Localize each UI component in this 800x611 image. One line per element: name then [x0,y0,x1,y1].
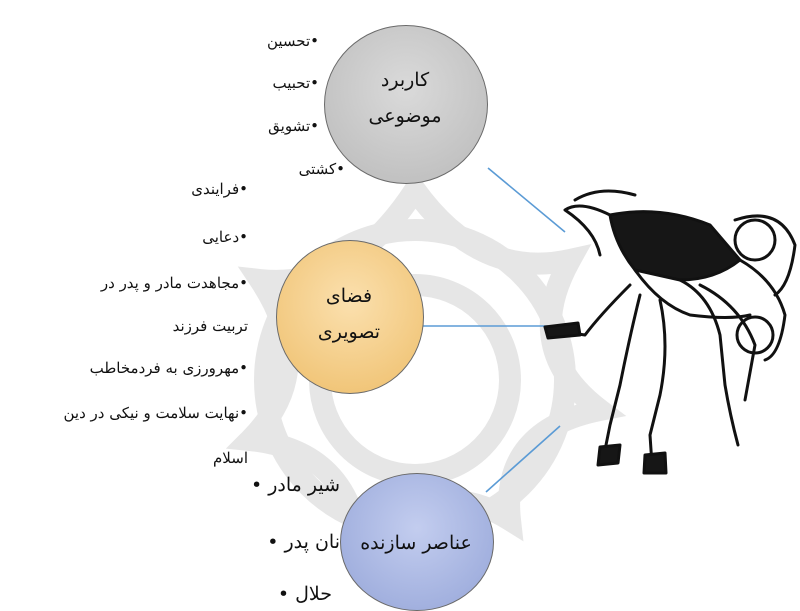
wrestlers-illustration [540,185,800,475]
list-item: •مهرورزی به فردمخاطب [90,359,248,377]
list-item: تربیت فرزند [173,317,248,335]
list-item: •فرایندی [191,180,248,198]
list-item: •تحبیب [273,74,320,92]
circle-visual-space-label: فضای تصویری [276,278,422,350]
list-item: •تشویق [268,117,319,135]
list-item: حلال • [278,583,332,605]
circle-topic-usage-label: کاربرد موضوعی [324,62,486,134]
list-item: •مجاهدت مادر و پدر در [101,274,248,292]
list-item: •کشتی [299,160,345,178]
circle-building-elements-label: عناصر سازنده [340,525,492,561]
list-item: نان پدر • [267,531,340,553]
list-item: شیر مادر • [251,474,340,496]
list-item: •نهایت سلامت و نیکی در دین [64,404,248,422]
list-item: •دعایی [202,228,248,246]
list-item: •تحسین [267,32,319,50]
list-item: اسلام [213,449,248,467]
